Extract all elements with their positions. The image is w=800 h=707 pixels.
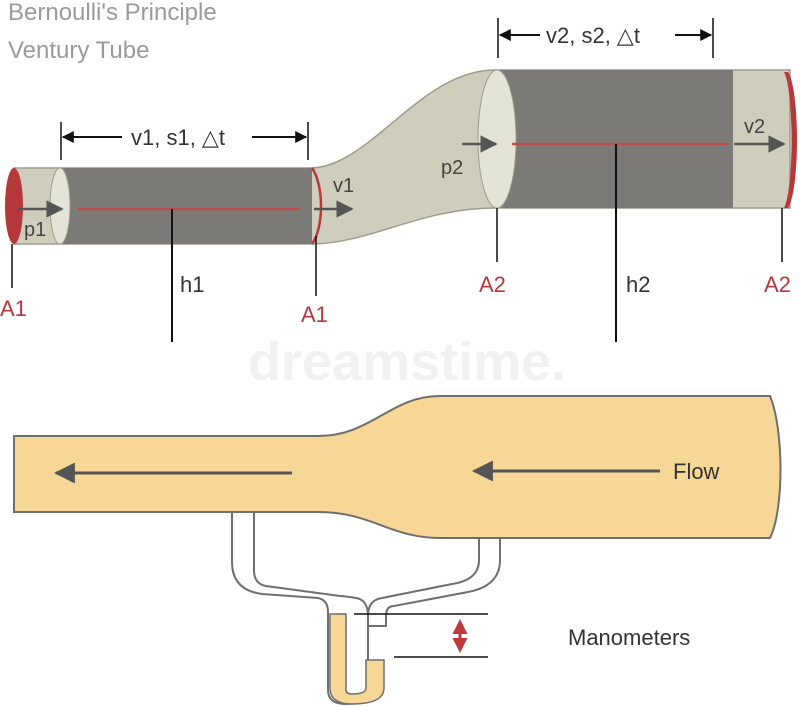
manometer-tube-left [231,511,369,706]
v2-label: v2 [744,116,765,138]
a1-left-label: A1 [0,296,27,321]
lower-pipe-body [13,395,782,539]
upper-venturi-tube [5,69,797,245]
segment2-label: v2, s2, △t [546,23,640,48]
right-end-cap [784,72,797,208]
segment2-dimension [497,18,714,58]
manometer-fluid [329,613,385,705]
h2-label: h2 [626,272,650,297]
narrow-section-face [49,167,71,245]
a2-left-label: A2 [479,272,506,297]
watermark: dreamstime. [248,332,566,392]
manometers-label: Manometers [568,625,690,650]
lower-venturi-tube [13,395,782,706]
segment1-label: v1, s1, △t [131,125,225,150]
flow-label: Flow [673,459,720,484]
h1-label: h1 [180,272,204,297]
narrow-section-red-rim [310,167,323,245]
p2-label: p2 [441,157,463,179]
a2-right-label: A2 [764,272,791,297]
narrow-section-volume [60,168,312,244]
segment1-dimension [60,122,309,160]
title-line2: Ventury Tube [8,37,149,64]
title-line1: Bernoulli's Principle [8,0,217,26]
p1-label: p1 [24,219,46,241]
wide-section-face [477,69,517,209]
left-end-cap [5,168,23,244]
manometer-tube-right [367,535,501,627]
v1-label: v1 [333,175,354,197]
a1-right-label: A1 [301,302,328,327]
